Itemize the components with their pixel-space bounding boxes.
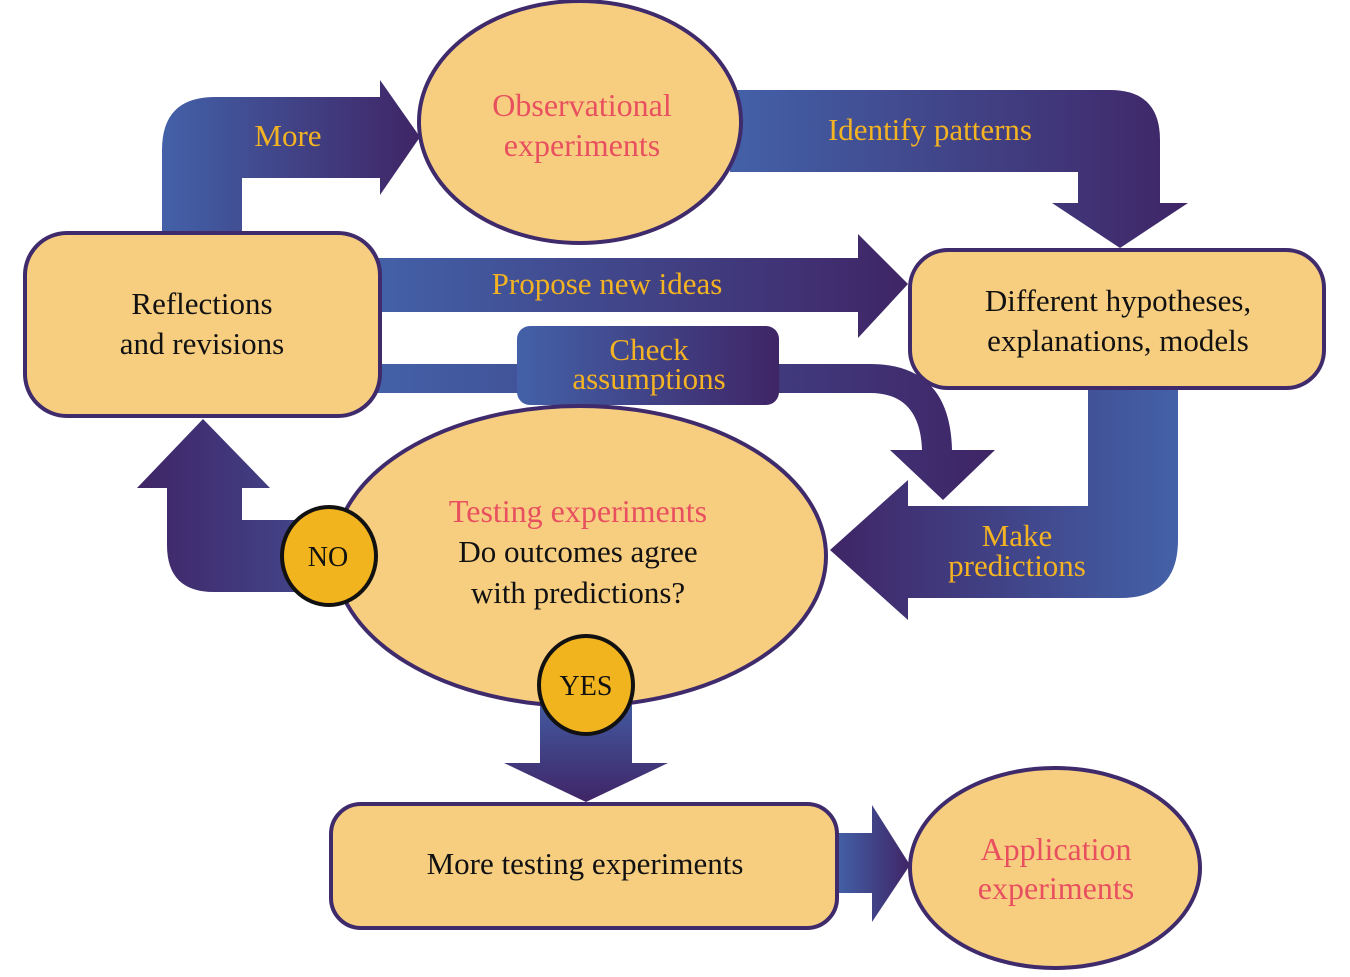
hypotheses-label-line2: explanations, models xyxy=(987,323,1249,358)
application-experiments-node xyxy=(908,766,1202,970)
propose-new-ideas-arrow xyxy=(375,234,908,338)
testing-question-line2: with predictions? xyxy=(471,575,685,610)
more-testing-label: More testing experiments xyxy=(427,846,744,881)
identify-patterns-arrow xyxy=(730,90,1188,248)
yes-arrow xyxy=(504,690,668,802)
application-label-line1: Application xyxy=(980,831,1131,867)
observational-experiments-node xyxy=(417,0,743,245)
more-label: More xyxy=(254,118,321,153)
identify-patterns-label: Identify patterns xyxy=(828,112,1032,147)
observational-label-line2: experiments xyxy=(504,127,660,163)
reflections-label-line1: Reflections xyxy=(131,286,272,321)
more-testing-experiments-node xyxy=(329,802,839,930)
make-predictions-arrow xyxy=(830,385,1178,620)
testing-experiments-title: Testing experiments xyxy=(449,493,707,529)
application-arrow xyxy=(836,805,910,922)
testing-question-line1: Do outcomes agree xyxy=(458,534,697,569)
application-label-line2: experiments xyxy=(978,870,1134,906)
no-badge xyxy=(280,505,378,607)
check-assumptions-label-line1: Check xyxy=(609,332,689,367)
make-predictions-label-line1: Make xyxy=(982,518,1053,553)
more-arrow xyxy=(162,80,420,236)
check-assumptions-label-box xyxy=(517,326,779,405)
reflections-and-revisions-node xyxy=(23,231,382,418)
different-hypotheses-node xyxy=(908,248,1326,390)
reflections-label-line2: and revisions xyxy=(120,326,284,361)
hypotheses-label-line1: Different hypotheses, xyxy=(985,283,1251,318)
check-assumptions-label-line2: assumptions xyxy=(572,361,725,396)
yes-badge xyxy=(537,634,635,736)
propose-new-ideas-label: Propose new ideas xyxy=(492,266,723,301)
observational-label-line1: Observational xyxy=(492,87,672,123)
no-badge-label: NO xyxy=(308,542,348,573)
yes-badge-label: YES xyxy=(560,671,613,702)
make-predictions-label-line2: predictions xyxy=(948,548,1086,583)
